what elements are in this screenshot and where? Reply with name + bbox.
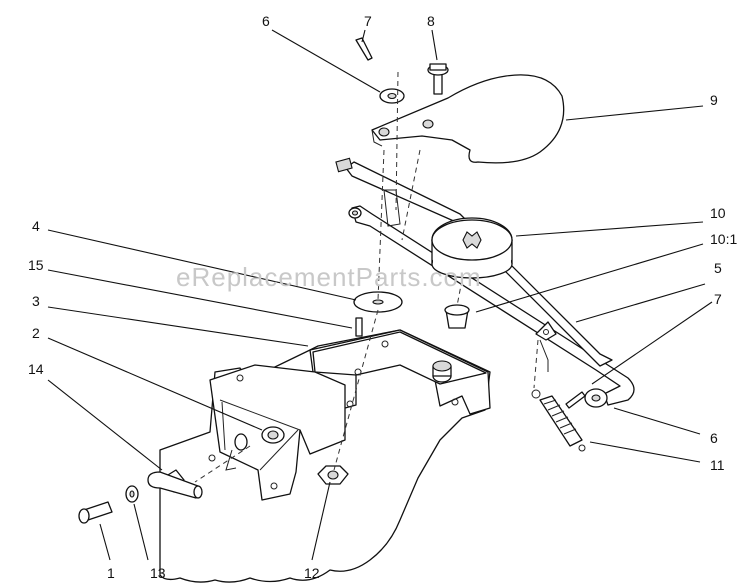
cam-hole bbox=[378, 127, 390, 137]
callout-10: 10 bbox=[710, 205, 726, 221]
callout-6-right: 6 bbox=[710, 430, 718, 446]
leader-line bbox=[475, 243, 704, 313]
bracket-slot bbox=[234, 433, 248, 451]
leader-line bbox=[589, 441, 701, 463]
leader-line bbox=[311, 481, 331, 561]
bottom-nut-hole bbox=[327, 470, 339, 480]
pin-small bbox=[355, 317, 363, 337]
leader-line bbox=[515, 221, 704, 237]
washer-hole bbox=[129, 490, 135, 498]
assembly-line bbox=[456, 279, 463, 307]
leader-line bbox=[99, 523, 111, 561]
lever-slot bbox=[383, 189, 401, 227]
callout-4: 4 bbox=[32, 218, 40, 234]
washer-right-hole bbox=[591, 394, 601, 402]
leader-line bbox=[47, 229, 357, 301]
callout-1: 1 bbox=[107, 565, 115, 581]
leader-line bbox=[361, 29, 366, 43]
leader-line bbox=[133, 503, 149, 561]
bracket-hole bbox=[346, 400, 354, 408]
leader-line bbox=[47, 337, 263, 431]
leader-line bbox=[591, 301, 713, 385]
watermark: eReplacementParts.com bbox=[176, 262, 482, 292]
washer-top-hole bbox=[387, 92, 397, 100]
callout-8: 8 bbox=[427, 13, 435, 29]
leader-line bbox=[47, 306, 309, 347]
bracket-hole bbox=[236, 374, 244, 382]
bracket-hole bbox=[451, 398, 459, 406]
lever-tip bbox=[335, 157, 353, 173]
bushing-top bbox=[444, 304, 470, 316]
bracket-tab bbox=[225, 449, 237, 471]
bracket-hole bbox=[208, 454, 216, 462]
lever-hole-inner bbox=[351, 210, 359, 216]
assembly-line bbox=[401, 149, 421, 241]
bolt bbox=[78, 501, 113, 524]
cam-hole bbox=[422, 119, 434, 129]
spring bbox=[531, 339, 586, 452]
callout-9: 9 bbox=[710, 92, 718, 108]
callout-12: 12 bbox=[304, 565, 320, 581]
pivot-stud-inner bbox=[267, 430, 279, 440]
leader-line bbox=[47, 269, 353, 329]
hub-spline bbox=[462, 231, 482, 249]
assembly-line bbox=[333, 309, 379, 471]
callout-14: 14 bbox=[28, 361, 44, 377]
side-rod-end bbox=[193, 485, 203, 499]
bracket-inner bbox=[219, 399, 301, 471]
lever-arm-top bbox=[345, 161, 613, 367]
callout-11: 11 bbox=[710, 457, 725, 473]
assembly-line bbox=[533, 339, 539, 389]
bolt-top bbox=[427, 63, 449, 95]
pin-right bbox=[565, 391, 586, 409]
leader-line bbox=[613, 407, 701, 435]
leader-line bbox=[47, 379, 163, 471]
callout-7-right: 7 bbox=[714, 291, 722, 307]
callout-15: 15 bbox=[28, 257, 44, 273]
assembly-line bbox=[377, 149, 385, 301]
assembly-line bbox=[194, 445, 251, 483]
callout-5: 5 bbox=[714, 260, 722, 276]
cam-plate-edge bbox=[371, 129, 383, 147]
frame-plate bbox=[159, 329, 491, 583]
callout-7-top: 7 bbox=[364, 13, 372, 29]
callout-13: 13 bbox=[150, 565, 166, 581]
callout-2: 2 bbox=[32, 325, 40, 341]
callout-10-1: 10:1 bbox=[710, 231, 737, 247]
bracket-hole bbox=[381, 340, 389, 348]
bracket-hole bbox=[270, 482, 278, 490]
bracket-nut-top bbox=[432, 360, 452, 372]
pin bbox=[355, 37, 373, 61]
lever-tab bbox=[535, 321, 557, 341]
lever-tab-hole bbox=[543, 329, 549, 335]
cam-plate bbox=[371, 74, 565, 164]
leader-line bbox=[575, 283, 706, 323]
leader-line bbox=[431, 29, 438, 61]
callout-6-top: 6 bbox=[262, 13, 270, 29]
washer-large-hole bbox=[372, 299, 384, 305]
leader-line bbox=[271, 29, 381, 93]
callout-3: 3 bbox=[32, 293, 40, 309]
leader-line bbox=[565, 105, 704, 121]
